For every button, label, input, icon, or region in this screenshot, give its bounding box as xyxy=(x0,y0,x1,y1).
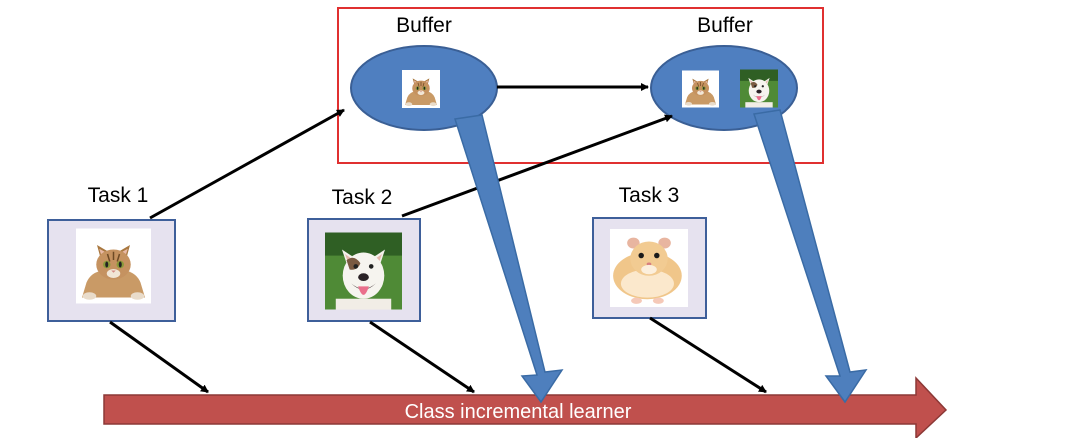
task-to-learner-arrow xyxy=(369,320,475,394)
task-hamster-image xyxy=(610,229,688,307)
buffer-to-learner-arrow xyxy=(753,109,868,404)
learner-arrow xyxy=(103,376,948,438)
task-cat-image xyxy=(76,228,151,304)
buffer-label: Buffer xyxy=(396,14,452,37)
task-label: Task 3 xyxy=(619,184,680,207)
buffer-dog-thumbnail xyxy=(740,69,778,108)
task-to-buffer-arrow xyxy=(401,114,673,218)
buffer-ellipse xyxy=(650,45,798,131)
buffer-to-learner-arrow xyxy=(454,114,564,404)
task-label: Task 1 xyxy=(88,184,149,207)
task-to-learner-arrow xyxy=(109,320,209,394)
task-label: Task 2 xyxy=(332,186,393,209)
buffer-cat-thumbnail xyxy=(682,70,719,108)
task-to-learner-arrow xyxy=(649,316,767,394)
learner-label: Class incremental learner xyxy=(405,401,632,423)
task-to-buffer-arrow xyxy=(149,108,345,220)
buffer-cat-thumbnail xyxy=(402,70,440,108)
task-dog-image xyxy=(325,232,402,310)
buffer-highlight-box xyxy=(337,7,824,164)
buffer-label: Buffer xyxy=(697,14,753,37)
